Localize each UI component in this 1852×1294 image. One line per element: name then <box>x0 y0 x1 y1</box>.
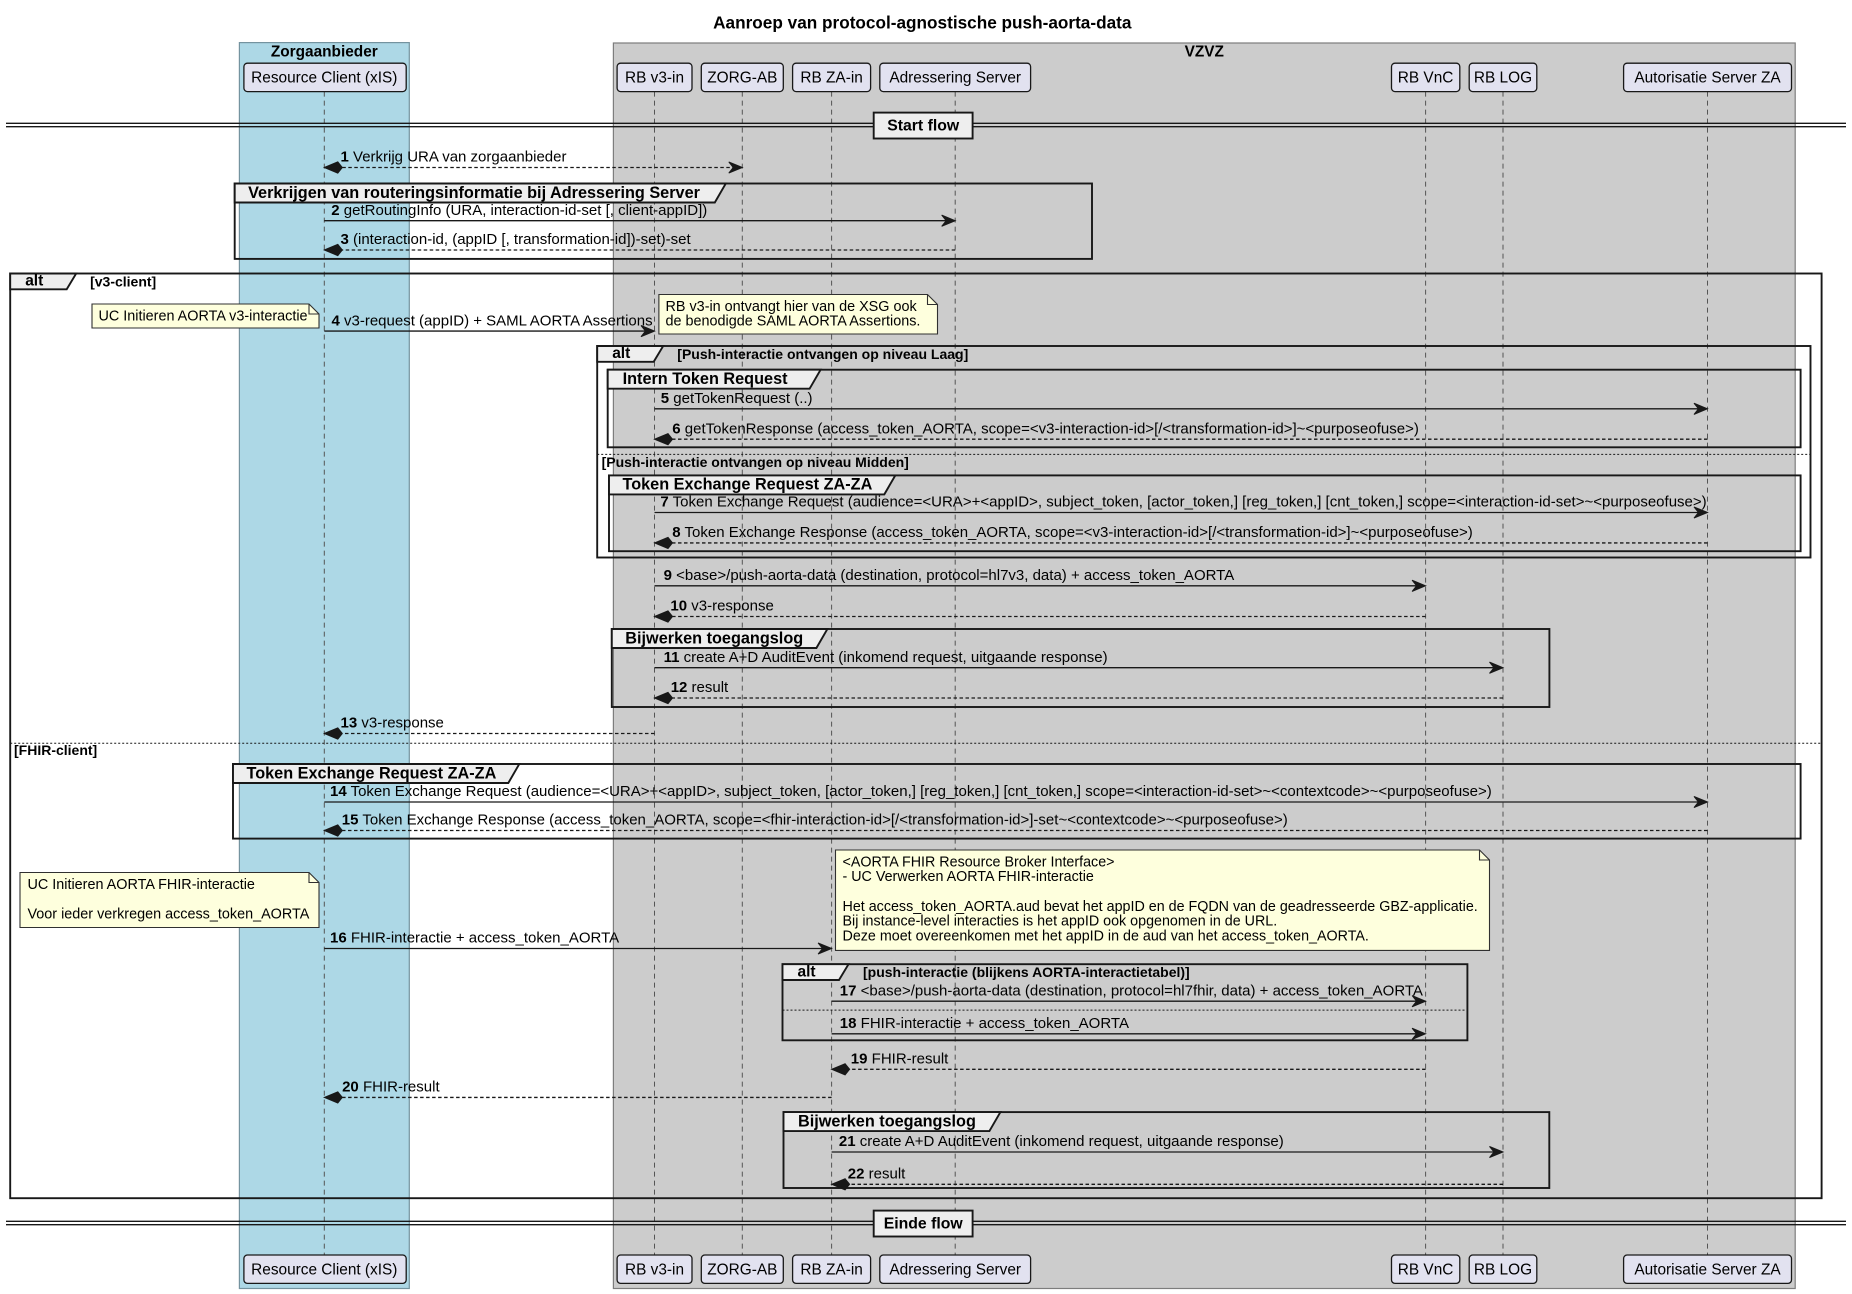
svg-text:RB LOG: RB LOG <box>1474 70 1532 87</box>
svg-text:8 Token Exchange Response (acc: 8 Token Exchange Response (access_token_… <box>672 524 1472 541</box>
svg-text:Autorisatie Server ZA: Autorisatie Server ZA <box>1634 1261 1781 1278</box>
svg-text:9 <base>/push-aorta-data (dest: 9 <base>/push-aorta-data (destination, p… <box>664 567 1235 584</box>
svg-text:Bijwerken toegangslog: Bijwerken toegangslog <box>625 629 803 647</box>
svg-text:[push-interactie (blijkens AOR: [push-interactie (blijkens AORTA-interac… <box>863 964 1190 980</box>
svg-text:RB ZA-in: RB ZA-in <box>800 70 862 87</box>
svg-text:Einde flow: Einde flow <box>884 1216 964 1233</box>
svg-text:RB VnC: RB VnC <box>1398 70 1454 87</box>
svg-text:VZVZ: VZVZ <box>1185 44 1224 61</box>
svg-text:RB v3-in: RB v3-in <box>625 1261 684 1278</box>
svg-text:15 Token Exchange Response (ac: 15 Token Exchange Response (access_token… <box>342 812 1288 829</box>
svg-text:Start flow: Start flow <box>887 118 960 135</box>
svg-text:17 <base>/push-aorta-data (des: 17 <base>/push-aorta-data (destination, … <box>840 982 1423 999</box>
svg-text:11 create A+D AuditEvent (inko: 11 create A+D AuditEvent (inkomend reque… <box>664 649 1108 666</box>
svg-text:13 v3-response: 13 v3-response <box>341 715 444 732</box>
svg-text:Verkrijgen van routeringsinfor: Verkrijgen van routeringsinformatie bij … <box>248 184 701 202</box>
svg-text:[Push-interactie ontvangen op: [Push-interactie ontvangen op niveau Laa… <box>677 346 968 362</box>
svg-text:3 (interaction-id, (appID [, t: 3 (interaction-id, (appID [, transformat… <box>341 231 692 248</box>
svg-text:RB v3-in: RB v3-in <box>625 70 684 87</box>
svg-text:16 FHIR-interactie + access_to: 16 FHIR-interactie + access_token_AORTA <box>330 930 619 947</box>
svg-text:[Push-interactie ontvangen op: [Push-interactie ontvangen op niveau Mid… <box>602 454 909 470</box>
svg-text:7 Token Exchange Request (audi: 7 Token Exchange Request (audience=<URA>… <box>660 494 1706 511</box>
svg-text:RB ZA-in: RB ZA-in <box>800 1261 862 1278</box>
svg-text:[v3-client]: [v3-client] <box>90 273 156 289</box>
svg-text:Autorisatie Server ZA: Autorisatie Server ZA <box>1634 70 1781 87</box>
svg-text:Bijwerken toegangslog: Bijwerken toegangslog <box>798 1112 976 1130</box>
svg-text:Adressering Server: Adressering Server <box>889 70 1021 87</box>
svg-text:21 create A+D AuditEvent (inko: 21 create A+D AuditEvent (inkomend reque… <box>839 1133 1284 1150</box>
svg-text:Token Exchange Request ZA-ZA: Token Exchange Request ZA-ZA <box>623 476 873 494</box>
svg-text:ZORG-AB: ZORG-AB <box>707 1261 777 1278</box>
svg-text:Token Exchange Request ZA-ZA: Token Exchange Request ZA-ZA <box>247 764 497 782</box>
svg-text:[FHIR-client]: [FHIR-client] <box>14 742 97 758</box>
svg-text:- UC Verwerken AORTA FHIR-inte: - UC Verwerken AORTA FHIR-interactie <box>843 869 1094 885</box>
svg-text:5 getTokenRequest (..): 5 getTokenRequest (..) <box>661 390 813 407</box>
svg-text:UC Initieren AORTA v3-interact: UC Initieren AORTA v3-interactie <box>99 308 308 324</box>
svg-text:Aanroep van protocol-agnostisc: Aanroep van protocol-agnostische push-ao… <box>713 13 1132 33</box>
svg-text:UC Initieren AORTA FHIR-intera: UC Initieren AORTA FHIR-interactie <box>28 877 255 893</box>
svg-text:alt: alt <box>798 963 816 980</box>
svg-text:2 getRoutingInfo (URA, interac: 2 getRoutingInfo (URA, interaction-id-se… <box>331 202 707 219</box>
svg-text:Deze moet overeenkomen met het: Deze moet overeenkomen met het appID in … <box>843 928 1369 944</box>
svg-text:Resource Client (xIS): Resource Client (xIS) <box>251 1261 397 1278</box>
svg-text:Intern Token Request: Intern Token Request <box>623 370 789 388</box>
svg-text:ZORG-AB: ZORG-AB <box>707 70 777 87</box>
svg-text:19 FHIR-result: 19 FHIR-result <box>851 1051 949 1068</box>
svg-text:Bij instance-level interacties: Bij instance-level interacties is het ap… <box>843 914 1278 930</box>
svg-text:Voor ieder verkregen access_to: Voor ieder verkregen access_token_AORTA <box>28 907 310 923</box>
svg-text:6 getTokenResponse (access_tok: 6 getTokenResponse (access_token_AORTA, … <box>672 420 1419 437</box>
svg-text:20 FHIR-result: 20 FHIR-result <box>342 1079 440 1096</box>
svg-text:10 v3-response: 10 v3-response <box>670 598 773 615</box>
svg-text:18 FHIR-interactie + access_to: 18 FHIR-interactie + access_token_AORTA <box>840 1015 1129 1032</box>
svg-text:RB v3-in ontvangt hier van de: RB v3-in ontvangt hier van de XSG ook <box>666 299 918 315</box>
svg-text:RB LOG: RB LOG <box>1474 1261 1532 1278</box>
svg-text:Het access_token_AORTA.aud bev: Het access_token_AORTA.aud bevat het app… <box>843 899 1478 915</box>
svg-text:1 Verkrijg URA van zorgaanbied: 1 Verkrijg URA van zorgaanbieder <box>341 149 567 166</box>
svg-text:12 result: 12 result <box>671 679 729 696</box>
svg-text:Zorgaanbieder: Zorgaanbieder <box>271 44 378 61</box>
svg-text:<AORTA FHIR Resource Broker In: <AORTA FHIR Resource Broker Interface> <box>843 854 1115 870</box>
svg-text:4 v3-request (appID) + SAML AO: 4 v3-request (appID) + SAML AORTA Assert… <box>332 312 653 329</box>
svg-text:14 Token Exchange Request (aud: 14 Token Exchange Request (audience=<URA… <box>330 783 1492 800</box>
svg-text:Resource Client (xIS): Resource Client (xIS) <box>251 70 397 87</box>
svg-text:22 result: 22 result <box>848 1166 906 1183</box>
svg-text:de benodigde SAML AORTA Assert: de benodigde SAML AORTA Assertions. <box>666 314 921 330</box>
svg-text:alt: alt <box>612 345 630 362</box>
svg-text:Adressering Server: Adressering Server <box>889 1261 1021 1278</box>
svg-text:alt: alt <box>25 273 43 290</box>
svg-text:RB VnC: RB VnC <box>1398 1261 1454 1278</box>
